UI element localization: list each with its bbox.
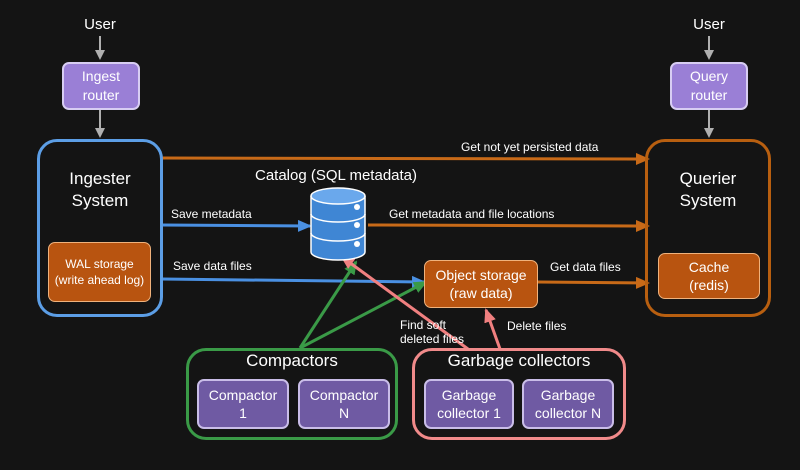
arrow-delete-files [484,308,502,350]
user-label-right: User [693,16,725,33]
query-router[interactable]: Query router [670,62,748,110]
arrow-find-soft-deleted [340,255,469,351]
wal-storage[interactable]: WAL storage (write ahead log) [48,242,151,302]
label-get-data-files: Get data files [550,260,621,274]
arrow-get-data-files [537,276,650,289]
compactors-title: Compactors [246,351,338,370]
garbage-collector-1-line2: collector 1 [437,405,501,421]
arrow-compactors-catalog [298,260,358,349]
garbage-collector-1-line1: Garbage [441,387,497,403]
object-storage[interactable]: Object storage (raw data) [424,260,538,308]
compactor-n-line1: Compactor [309,387,379,403]
cache-line2: (redis) [689,277,729,293]
querier-title-line2: System [679,191,737,210]
garbage-collectors-group[interactable] [412,348,626,440]
query-router-line1: Query [689,68,729,84]
find-soft-line1: Find soft [400,318,447,332]
garbage-collector-n-line2: collector N [534,405,602,421]
wal-line1: WAL storage [65,257,134,271]
label-delete-files: Delete files [507,319,567,333]
ingest-router-line2: router [82,87,120,103]
compactor-1-line2: 1 [239,405,247,421]
querier-system[interactable] [645,139,771,317]
compactor-n[interactable]: Compactor N [298,379,390,429]
arrow-save-metadata [161,219,312,232]
arrow-save-data-files [161,275,426,288]
compactors-group[interactable] [186,348,398,440]
ingest-router[interactable]: Ingest router [62,62,140,110]
query-router-line2: router [690,87,728,103]
catalog-title: Catalog (SQL metadata) [254,167,418,184]
database-icon [310,187,366,261]
compactor-1-line1: Compactor [208,387,278,403]
label-save-metadata: Save metadata [171,207,252,221]
object-storage-line2: (raw data) [449,285,513,301]
label-save-data-files: Save data files [173,259,252,273]
ingest-router-line1: Ingest [81,68,121,84]
compactor-n-line2: N [338,405,350,421]
wal-line2: (write ahead log) [54,273,145,287]
ingester-title-line2: System [71,191,129,210]
ingester-system[interactable] [37,139,163,317]
label-get-metadata: Get metadata and file locations [389,207,555,221]
cache-redis[interactable]: Cache (redis) [658,253,760,299]
arrow-get-metadata [367,219,650,232]
label-get-not-persisted: Get not yet persisted data [461,140,599,154]
user-label-left: User [84,16,116,33]
querier-system-title: Querier System [645,168,771,212]
arrow-compactors-object-storage [299,280,428,350]
cache-line1: Cache [688,259,730,275]
ingester-title-line1: Ingester [69,169,131,188]
ingester-system-title: Ingester System [37,168,163,212]
object-storage-line1: Object storage [435,267,527,283]
find-soft-line2: deleted files [400,332,465,346]
querier-title-line1: Querier [679,169,737,188]
garbage-collector-n[interactable]: Garbage collector N [522,379,614,429]
garbage-collector-n-line1: Garbage [540,387,596,403]
garbage-collector-1[interactable]: Garbage collector 1 [424,379,514,429]
arrow-get-not-persisted [161,152,650,165]
compactor-1[interactable]: Compactor 1 [197,379,289,429]
garbage-collectors-title: Garbage collectors [447,351,591,370]
label-find-soft-deleted: Find soft deleted files [400,318,464,346]
